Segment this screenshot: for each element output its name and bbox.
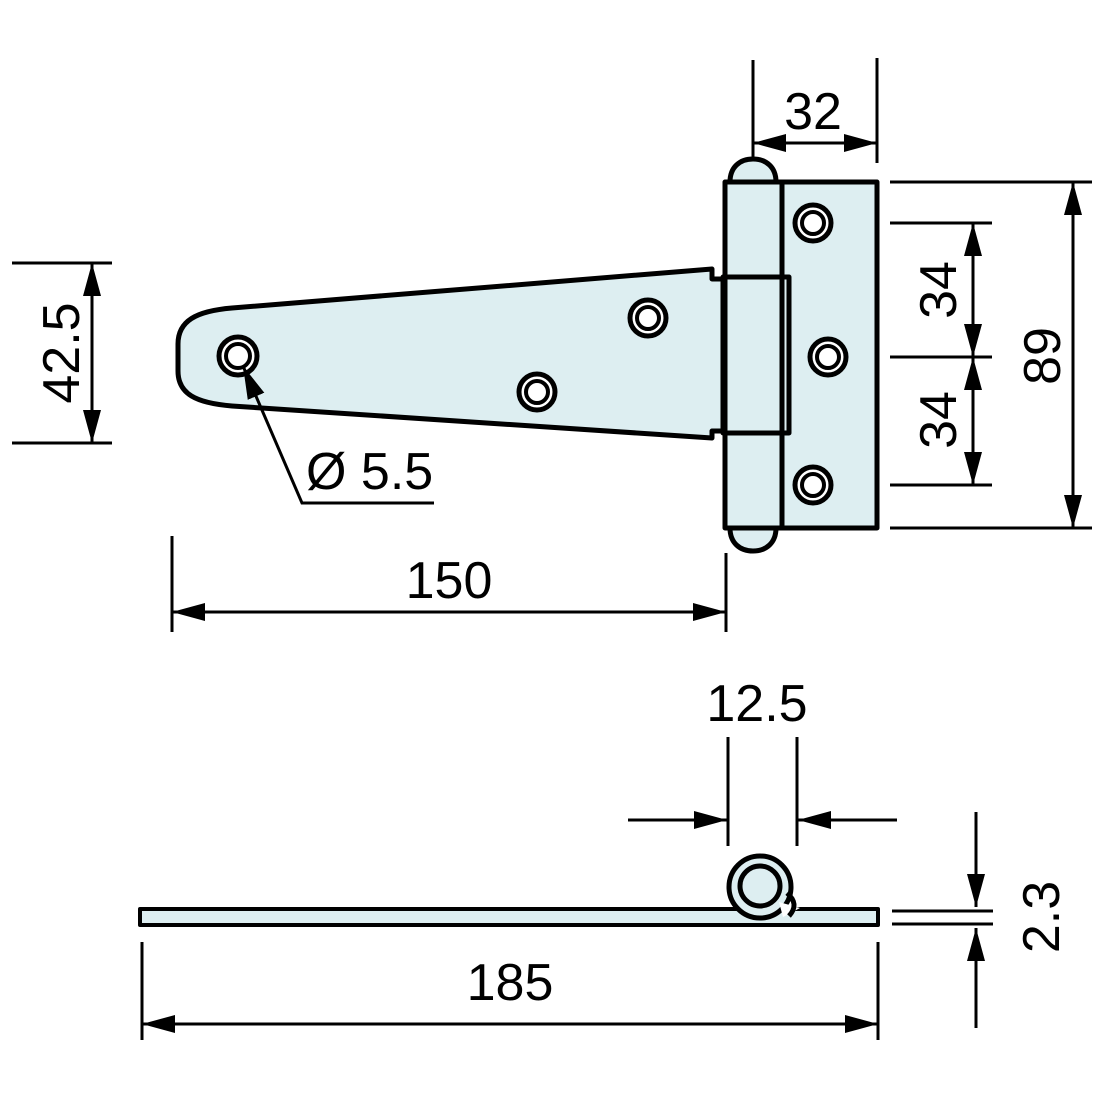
strap-tab-outline — [720, 274, 792, 436]
screw-hole-inner — [224, 342, 252, 370]
screw-hole-inner — [815, 344, 841, 370]
dim-plate-height: 89 — [890, 180, 1092, 530]
dim-label-strap-length: 150 — [406, 552, 493, 610]
dim-label-hole-spacing-top: 34 — [910, 261, 968, 319]
dim-label-thickness: 2.3 — [1013, 881, 1071, 953]
roll-end-hook — [785, 891, 797, 918]
screw-hole-inner — [635, 305, 661, 331]
leader-line — [241, 365, 434, 505]
dim-label-strap-width: 42.5 — [33, 302, 91, 403]
screw-hole-inner — [800, 472, 826, 498]
dim-label-plate-height: 89 — [1014, 327, 1072, 385]
flat-strap-bar — [138, 907, 880, 927]
plate-holes — [792, 202, 849, 506]
strap-outline — [175, 266, 793, 441]
roll-gap — [779, 902, 800, 917]
dim-hole-diameter: Ø 5.5 — [241, 365, 434, 505]
dim-label-plate-width: 32 — [784, 83, 842, 141]
dim-strap-width: 42.5 — [12, 261, 112, 445]
dim-plate-width: 32 — [751, 58, 879, 163]
dim-strap-length: 150 — [170, 536, 728, 632]
top-view-dimensions: 32 42.5 Ø 5.5 150 34 3 — [12, 58, 1092, 632]
side-view-dimensions: 12.5 2.3 185 — [140, 675, 1071, 1040]
screw-hole-inner — [524, 379, 550, 405]
knuckle-bump-bottom — [727, 525, 779, 554]
dim-total-length: 185 — [140, 942, 880, 1040]
hinge-pin — [737, 863, 783, 909]
dim-label-knuckle-diameter: 12.5 — [706, 675, 807, 733]
side-view — [138, 853, 880, 927]
dim-hole-spacing: 34 34 — [890, 221, 992, 487]
dim-label-hole-spacing-bottom: 34 — [910, 391, 968, 449]
dim-knuckle-diameter: 12.5 — [628, 675, 897, 846]
top-view — [175, 156, 880, 554]
screw-hole-inner — [800, 210, 826, 236]
strap-holes — [216, 297, 669, 413]
dim-thickness: 2.3 — [892, 812, 1071, 1028]
knuckle-bump-top — [727, 156, 779, 185]
dim-label-total-length: 185 — [467, 954, 554, 1012]
dim-label-hole-diameter: Ø 5.5 — [306, 443, 433, 501]
